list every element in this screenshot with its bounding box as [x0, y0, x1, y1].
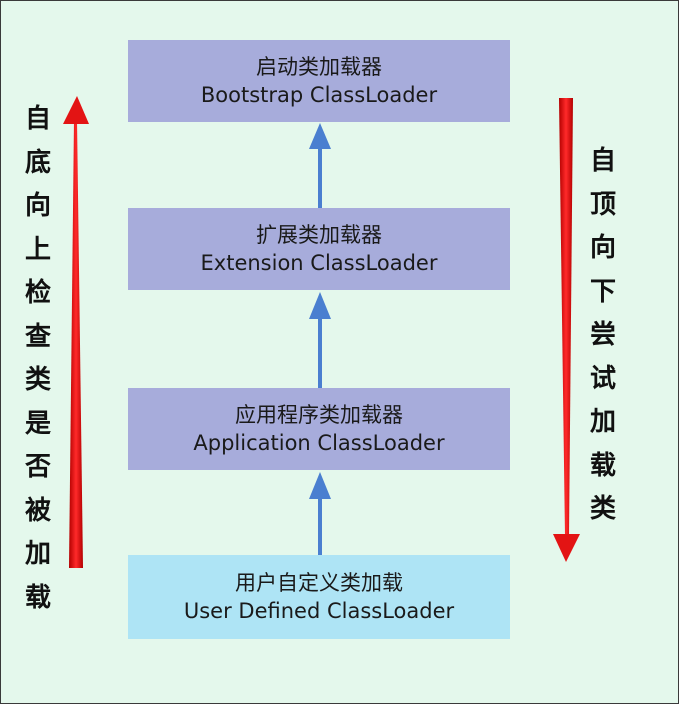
- label-char: 尝: [589, 320, 616, 350]
- label-char: 上: [24, 234, 51, 265]
- label-char: 是: [24, 408, 51, 439]
- bootstrap-classloader-box: 启动类加载器 Bootstrap ClassLoader: [128, 40, 510, 122]
- label-char: 加: [24, 539, 51, 569]
- loader-name-en: Extension ClassLoader: [200, 251, 438, 275]
- label-char: 载: [589, 450, 616, 481]
- bottom-up-label: 自 底 向 上 检 查 类 是 否 被 加 载: [18, 98, 58, 620]
- label-char: 查: [24, 321, 51, 352]
- top-down-arrow: [553, 98, 580, 562]
- bottom-up-arrow: [63, 96, 89, 568]
- loader-name-en: Bootstrap ClassLoader: [200, 83, 438, 107]
- application-classloader-box: 应用程序类加载器 Application ClassLoader: [128, 388, 510, 470]
- label-char: 下: [589, 276, 616, 307]
- label-char: 检: [24, 278, 51, 308]
- label-char: 类: [589, 494, 616, 524]
- label-char: 底: [24, 147, 51, 178]
- user-defined-classloader-box: 用户自定义类加载 User Defined ClassLoader: [128, 555, 510, 639]
- label-char: 自: [24, 104, 51, 134]
- top-down-label: 自 顶 向 下 尝 试 加 载 类: [583, 140, 623, 532]
- label-char: 否: [24, 452, 51, 482]
- extension-classloader-box: 扩展类加载器 Extension ClassLoader: [128, 208, 510, 290]
- loader-name-cn: 启动类加载器: [256, 55, 382, 79]
- label-char: 自: [589, 146, 616, 176]
- loader-name-cn: 扩展类加载器: [256, 223, 382, 247]
- label-char: 试: [589, 363, 616, 394]
- connector-arrow: [309, 292, 331, 388]
- loader-name-en: User Defined ClassLoader: [183, 599, 455, 623]
- label-char: 载: [24, 582, 51, 613]
- loader-name-en: Application ClassLoader: [193, 431, 445, 455]
- connector-arrow: [309, 123, 331, 208]
- label-char: 向: [24, 191, 51, 221]
- label-char: 加: [589, 407, 616, 437]
- label-char: 类: [24, 365, 51, 395]
- label-char: 向: [589, 233, 616, 263]
- loader-name-cn: 应用程序类加载器: [235, 403, 403, 427]
- loader-name-cn: 用户自定义类加载: [235, 571, 403, 595]
- connector-arrow: [309, 472, 331, 555]
- label-char: 顶: [589, 189, 616, 220]
- label-char: 被: [24, 495, 51, 526]
